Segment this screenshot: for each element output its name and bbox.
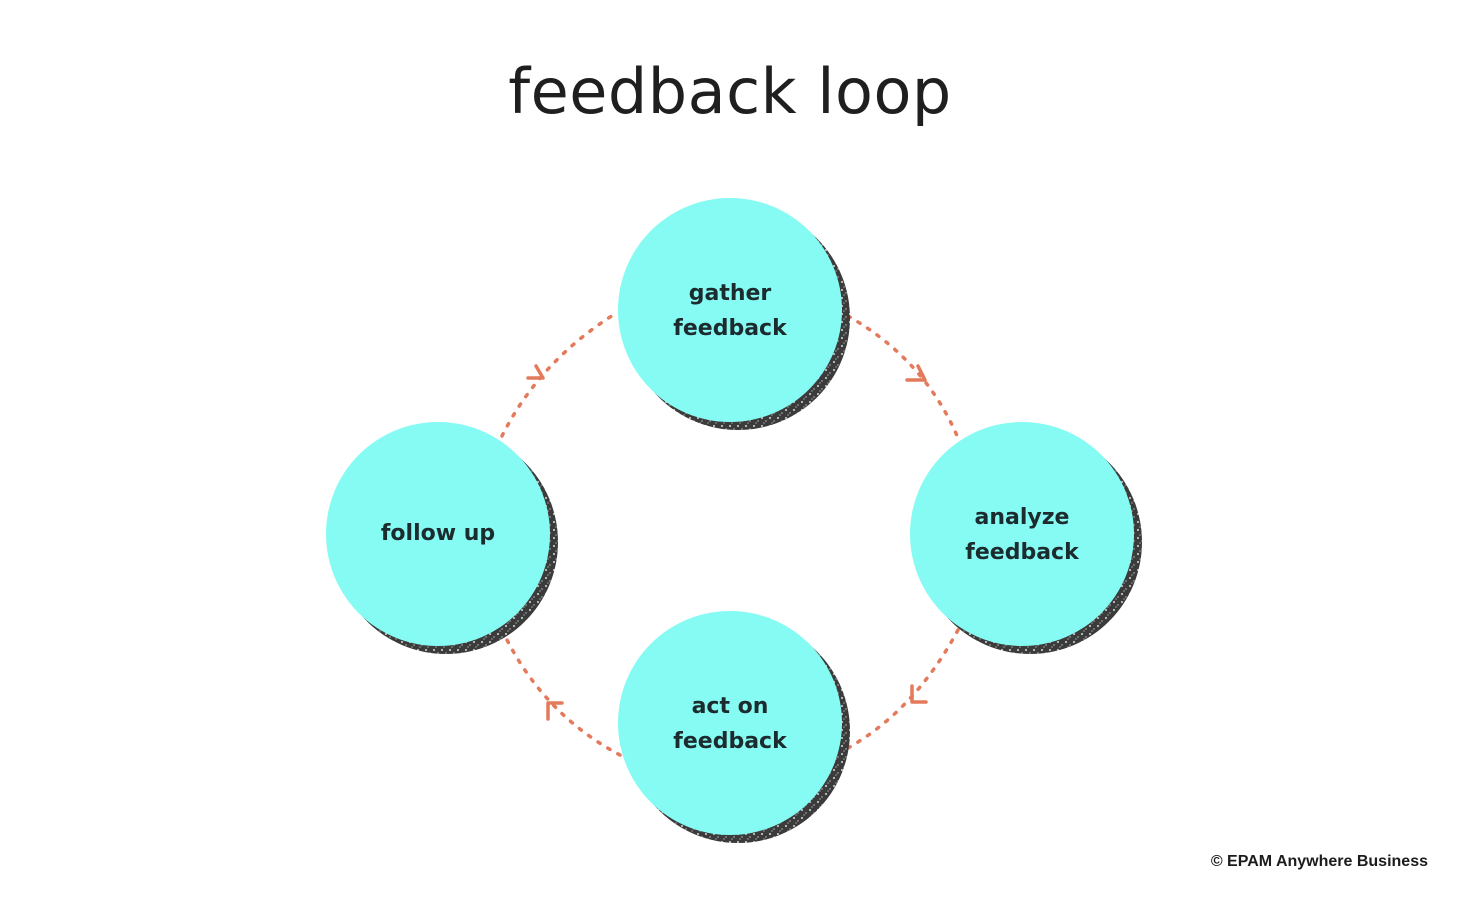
connector-arcs bbox=[500, 310, 960, 757]
node-circle bbox=[618, 198, 842, 422]
arrow-head-down-icon bbox=[910, 684, 928, 704]
copyright-notice: © EPAM Anywhere Business bbox=[1210, 853, 1428, 870]
arc-gather-to-analyze bbox=[846, 314, 960, 440]
node-follow-up bbox=[326, 422, 558, 654]
node-label-gather: gather feedback bbox=[620, 276, 840, 346]
node-label-analyze: analyze feedback bbox=[912, 500, 1132, 570]
node-label-act: act on feedback bbox=[620, 689, 840, 759]
node-analyze-feedback bbox=[910, 422, 1142, 654]
node-label-line: feedback bbox=[965, 540, 1079, 565]
arrow-head-right-icon bbox=[905, 364, 927, 382]
node-act-on-feedback bbox=[618, 611, 850, 843]
node-label-line: follow up bbox=[380, 521, 496, 546]
arc-act-to-follow bbox=[504, 636, 622, 757]
node-circle bbox=[618, 611, 842, 835]
diagram-title: feedback loop bbox=[508, 55, 952, 128]
arc-follow-to-gather bbox=[500, 310, 620, 438]
node-label-line: feedback bbox=[673, 729, 787, 754]
node-label-line: act on bbox=[691, 694, 769, 719]
arrow-head-left-icon bbox=[546, 701, 564, 721]
node-label-line: feedback bbox=[673, 316, 787, 341]
node-circle bbox=[326, 422, 550, 646]
node-label-follow: follow up bbox=[328, 516, 548, 551]
node-circle bbox=[910, 422, 1134, 646]
arrow-head-up-icon bbox=[526, 364, 545, 380]
node-label-line: gather bbox=[688, 281, 772, 306]
arrow-heads bbox=[526, 364, 928, 721]
node-gather-feedback bbox=[618, 198, 850, 430]
arc-analyze-to-act bbox=[846, 628, 960, 750]
node-label-line: analyze bbox=[974, 505, 1070, 530]
